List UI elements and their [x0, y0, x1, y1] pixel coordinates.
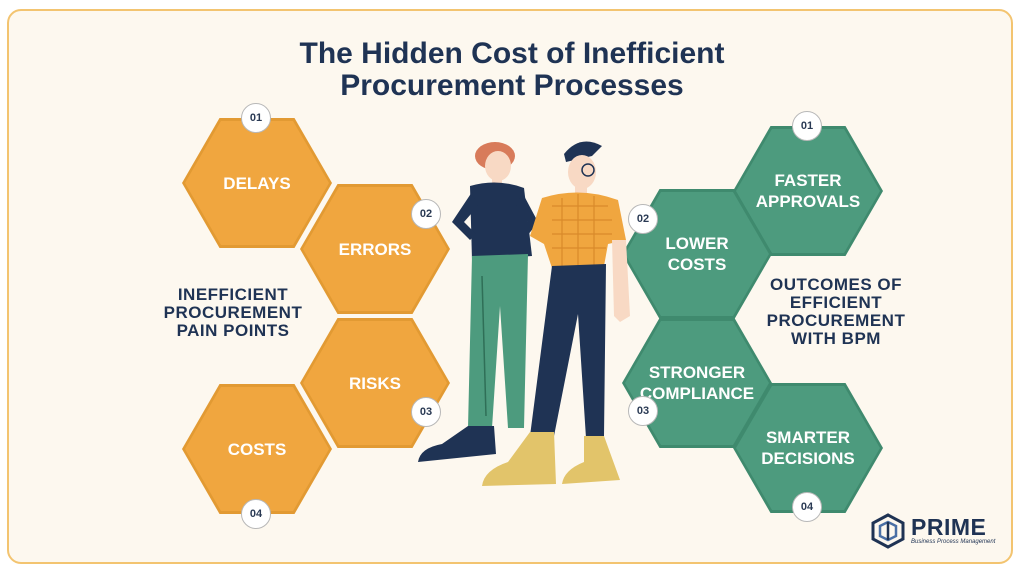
hex-label: DELAYS: [223, 173, 291, 193]
person-left-figure: [418, 142, 538, 462]
people-illustration: [418, 141, 630, 486]
logo-tagline: Business Process Management: [911, 539, 996, 545]
hex-label: COSTS: [227, 439, 287, 459]
number-badge: 04: [792, 492, 822, 522]
hex-label: FASTER APPROVALS: [755, 171, 861, 211]
hex-delays: DELAYS: [182, 118, 332, 248]
hex-label: STRONGER COMPLIANCE: [639, 363, 755, 403]
number-badge: 01: [241, 103, 271, 133]
number-badge: 02: [411, 199, 441, 229]
number-badge: 02: [628, 204, 658, 234]
hex-label: RISKS: [349, 373, 401, 393]
prime-logo: PRIME Business Process Management: [870, 513, 995, 549]
hex-label: SMARTER DECISIONS: [761, 428, 855, 468]
left-section-label: INEFFICIENT PROCUREMENT PAIN POINTS: [163, 285, 303, 340]
hex-label: LOWER COSTS: [665, 234, 729, 274]
number-badge: 01: [792, 111, 822, 141]
right-section-label: OUTCOMES OF EFFICIENT PROCUREMENT WITH B…: [766, 275, 906, 348]
person-right-figure: [482, 141, 630, 486]
number-badge: 04: [241, 499, 271, 529]
number-badge: 03: [628, 396, 658, 426]
prime-logo-icon: [871, 513, 905, 549]
hex-label: ERRORS: [338, 239, 412, 259]
logo-name: PRIME: [911, 514, 987, 540]
hex-stronger-compliance: STRONGER COMPLIANCE: [622, 318, 772, 448]
number-badge: 03: [411, 397, 441, 427]
page-title: The Hidden Cost of Inefficient Procureme…: [299, 37, 725, 102]
